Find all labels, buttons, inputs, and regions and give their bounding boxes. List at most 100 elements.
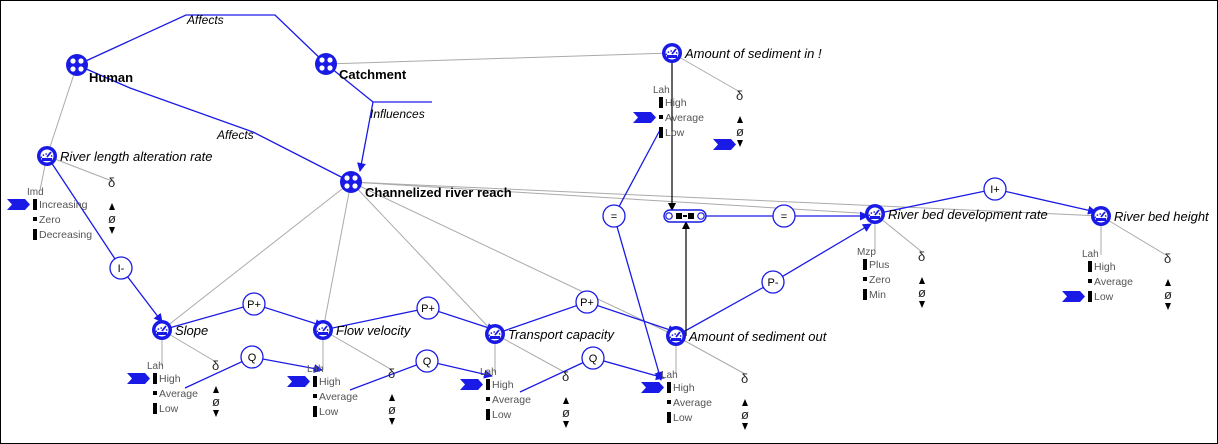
quantity-space-name: Lah [480, 367, 497, 378]
dependency-q-2[interactable]: Q [415, 349, 439, 373]
derivative: δø [108, 175, 116, 234]
entity-relations [76, 14, 432, 183]
gauge-icon [662, 43, 682, 63]
derivative-zero: ø [108, 211, 116, 226]
interval-value-marker [486, 409, 490, 420]
gauge-icon [485, 324, 505, 344]
svg-text:Q: Q [423, 356, 432, 368]
entity-catchment[interactable]: Catchment [315, 53, 407, 82]
quantity-space-name: Lah [661, 370, 678, 381]
derivative: δø [1164, 251, 1172, 310]
quantity-value: Average [159, 388, 198, 400]
derivative: δø [388, 366, 396, 425]
structure-lines [39, 52, 1167, 375]
svg-text:=: = [611, 211, 617, 223]
derivative-down-arrow [213, 410, 219, 417]
dependency-i-plus[interactable]: I+ [983, 177, 1007, 201]
point-value-marker [659, 115, 663, 119]
derivative-up-arrow [109, 203, 115, 210]
interval-value-marker [313, 376, 317, 387]
dependency-p-minus[interactable]: P- [761, 270, 785, 294]
interval-value-marker [667, 382, 671, 393]
quantity-label: Amount of sediment out [688, 329, 828, 344]
derivative-down-arrow [1165, 303, 1171, 310]
derivative-symbol: δ [212, 358, 219, 373]
dependency-q-3[interactable]: Q [581, 346, 605, 370]
dependency-p-plus-3[interactable]: P+ [575, 290, 599, 314]
quantity-bed-dev[interactable]: River bed development rateMzpPlusZeroMin… [857, 204, 1048, 308]
derivative-up-arrow [389, 394, 395, 401]
svg-text:P+: P+ [580, 297, 594, 309]
calculus-lines [668, 53, 690, 336]
current-value-marker [127, 373, 150, 384]
dependency-i-minus[interactable]: I- [109, 256, 133, 280]
dependency-equal-2[interactable]: = [772, 204, 796, 228]
quantity-space-name: Imd [27, 187, 44, 198]
interval-value-marker [486, 379, 490, 390]
entity-icon [340, 171, 362, 193]
quantity-label: River length alteration rate [60, 149, 212, 164]
quantity-rlar[interactable]: River length alteration rateImdIncreasin… [7, 146, 212, 241]
svg-text:Channelized river reach: Channelized river reach [365, 185, 512, 200]
interval-value-marker [153, 373, 157, 384]
quantity-value: Zero [869, 274, 891, 286]
quantity-amount-in[interactable]: Amount of sediment in !LahHighAverageLow… [633, 43, 822, 150]
derivative: δø [713, 88, 744, 150]
quantity-value: High [492, 379, 514, 391]
svg-text:Q: Q [248, 352, 257, 364]
derivative: δø [562, 369, 570, 428]
derivative-zero: ø [212, 394, 220, 409]
point-value-marker [1088, 279, 1092, 283]
quantity-amount-out[interactable]: Amount of sediment outLahHighAverageLowδ… [641, 326, 828, 430]
derivative: δø [918, 249, 926, 308]
dependency-q-1[interactable]: Q [240, 345, 264, 369]
quantity-value: High [665, 97, 687, 109]
quantity-value: High [673, 382, 695, 394]
derivative-down-arrow [919, 301, 925, 308]
quantity-space-name: Lah [307, 364, 324, 375]
dependency-p-plus-1[interactable]: P+ [242, 292, 266, 316]
derivative-up-arrow [737, 116, 743, 123]
derivative-down-arrow [742, 423, 748, 430]
dependency-equal-1[interactable]: = [602, 204, 626, 228]
dependency-p-plus-2[interactable]: P+ [416, 296, 440, 320]
quantity-value: High [319, 376, 341, 388]
quantity-label: River bed development rate [888, 207, 1048, 222]
entity-channelized-river-reach[interactable]: Channelized river reach [340, 171, 512, 200]
interval-value-marker [313, 406, 317, 417]
quantity-value: Increasing [39, 199, 88, 211]
svg-text:Influences: Influences [370, 107, 425, 121]
quantity-value: Zero [39, 214, 61, 226]
current-value-marker [1062, 291, 1085, 302]
derivative-zero: ø [388, 402, 396, 417]
current-value-marker [287, 376, 310, 387]
relation-label-influences: Influences [370, 107, 425, 121]
relation-label-affects-2: Affects [216, 128, 254, 142]
entity-human[interactable]: Human [66, 54, 133, 85]
gauge-icon [666, 326, 686, 346]
minus-calculus-node[interactable] [663, 209, 707, 223]
svg-text:Affects: Affects [216, 128, 254, 142]
point-value-marker [153, 391, 157, 395]
derivative-down-arrow [737, 140, 743, 147]
quantity-value: High [1094, 261, 1116, 273]
svg-text:I-: I- [118, 263, 125, 275]
current-value-marker [633, 112, 656, 123]
derivative-zero: ø [736, 124, 744, 139]
quantity-space-name: Lah [1082, 249, 1099, 260]
entity-icon [66, 54, 88, 76]
interval-value-marker [659, 97, 663, 108]
svg-text:Catchment: Catchment [339, 67, 407, 82]
derivative-symbol: δ [562, 369, 569, 384]
derivative-symbol: δ [1164, 251, 1171, 266]
interval-value-marker [863, 259, 867, 270]
svg-text:Q: Q [589, 353, 598, 365]
